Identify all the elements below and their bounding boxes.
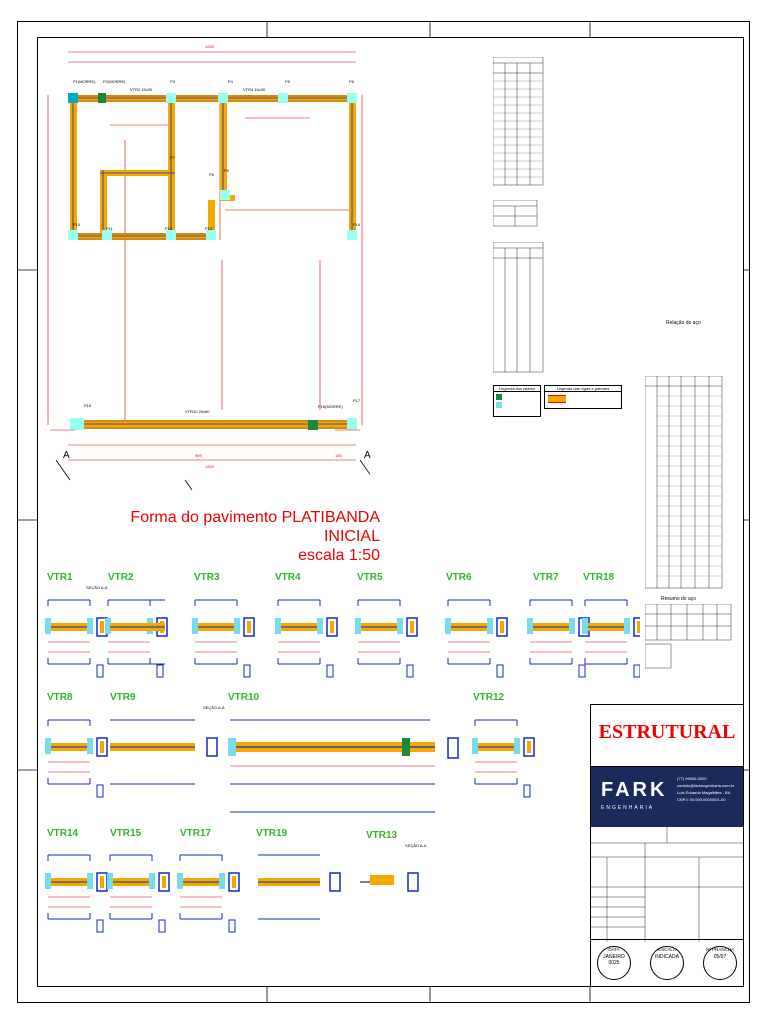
detail-label: VTR14	[47, 828, 79, 839]
section-marker-right: A	[364, 450, 371, 461]
drawing-title-line1: Forma do pavimento PLATIBANDA INICIAL	[130, 509, 380, 545]
brand-logo: FARK	[601, 779, 668, 801]
detail-label: VTR13	[366, 830, 398, 841]
section-label: SEÇÃO A-A	[86, 585, 108, 590]
title-block-footer: DATA JANEIRO 0025 ESCALA INDICADA Nº PRA…	[591, 939, 743, 986]
title-block-grid	[591, 827, 743, 942]
scale-value: INDICADA	[655, 954, 679, 960]
sheet-inner-frame	[37, 37, 744, 987]
floor-plan	[47, 51, 370, 491]
pillar-label: P7	[170, 155, 175, 160]
section-marker-left: A	[63, 450, 70, 461]
beam-label: VTR4 15x30	[243, 87, 266, 92]
scale-label: ESCALA	[658, 947, 676, 952]
dim-bottom: 145	[335, 453, 342, 458]
title-block: ESTRUTURAL FARK ENGENHARIA (77) 99900-30…	[590, 704, 744, 987]
legend-pillars-title: Legenda dos pilares	[494, 386, 540, 392]
contact-phone: (77) 99900-3000	[677, 776, 707, 781]
table-slab	[493, 200, 538, 227]
legend-beams-title: Legenda das vigas e paredes	[545, 386, 621, 392]
detail-label: VTR17	[180, 828, 212, 839]
pillar-label: P17	[353, 398, 361, 403]
detail-label: VTR1	[47, 572, 73, 583]
title-block-header: ESTRUTURAL	[591, 705, 743, 767]
pillar-label: P15	[84, 403, 92, 408]
pillar-label: P14	[353, 222, 361, 227]
pillar-label: P4	[228, 79, 233, 84]
pillar-label: P8	[209, 172, 214, 177]
pillar-label: P2(MORRE)	[103, 79, 126, 84]
pillar-label: P13	[205, 226, 213, 231]
legend-swatch-cyan	[496, 402, 502, 408]
brand-subtitle: ENGENHARIA	[601, 805, 655, 811]
date-stamp: DATA JANEIRO 0025	[597, 946, 631, 980]
steel-list-table	[645, 376, 723, 589]
pillar-label: P5	[285, 79, 290, 84]
legend-swatch-beam	[548, 395, 566, 403]
section-label: SEÇÃO A-A	[203, 705, 225, 710]
detail-label: VTR19	[256, 828, 288, 839]
detail-label: VTR6	[446, 572, 472, 583]
date-label: DATA	[608, 947, 620, 952]
legend-beams: Legenda das vigas e paredes	[544, 385, 622, 409]
table-pillars	[493, 242, 544, 373]
detail-label: VTR12	[473, 692, 505, 703]
drawing-title: Forma do pavimento PLATIBANDA INICIAL es…	[120, 508, 380, 565]
table-beams	[493, 57, 544, 186]
steel-summary-title: Resumo do aço	[661, 596, 697, 602]
pillar-label: P10	[73, 222, 81, 227]
steel-summary-table	[645, 604, 732, 669]
contact-list: (77) 99900-3000 contato@farkengenharia.c…	[677, 775, 734, 803]
detail-label: VTR9	[110, 692, 136, 703]
detail-label: VTR2	[108, 572, 134, 583]
beam-details	[44, 599, 640, 933]
legend-swatch-green	[496, 394, 502, 400]
detail-label: VTR4	[275, 572, 301, 583]
pillar-label: P12	[165, 226, 173, 231]
pillar-label: P3	[170, 79, 175, 84]
date-value: JANEIRO 0025	[603, 954, 625, 966]
detail-label: VTR10	[228, 692, 260, 703]
detail-label: VTR8	[47, 692, 73, 703]
contact-cnpj: CNPJ: 00.000.000/0001-00	[677, 797, 726, 802]
dim-total-bottom: 1200	[205, 464, 214, 469]
section-label: SEÇÃO A-A	[405, 843, 427, 848]
sheet-outer-frame	[17, 21, 750, 1003]
sheet-stamp: Nº PRANCHA 05/07	[703, 946, 737, 980]
pillar-label: P16(MORRE)	[318, 404, 343, 409]
pillar-label: P11	[106, 226, 113, 231]
detail-label: VTR15	[110, 828, 142, 839]
scale-stamp: ESCALA INDICADA	[650, 946, 684, 980]
legend-pillars: Legenda dos pilares	[493, 385, 541, 417]
dim-total: 1200	[205, 44, 214, 49]
brand-panel: FARK ENGENHARIA (77) 99900-3000 contato@…	[591, 767, 743, 827]
pillar-label: P1(MORRE)	[73, 79, 96, 84]
contact-email: contato@farkengenharia.com.br	[677, 783, 735, 788]
beam-label: VTR10 20x50	[185, 409, 210, 414]
sheet-label: Nº PRANCHA	[705, 947, 735, 952]
pillar-label: P6	[349, 79, 354, 84]
dim-bottom: 969	[195, 453, 202, 458]
detail-label: VTR7	[533, 572, 559, 583]
detail-label: VTR3	[194, 572, 220, 583]
pillar-label: P9	[224, 168, 229, 173]
discipline-title: ESTRUTURAL	[598, 721, 736, 743]
detail-label: VTR5	[357, 572, 383, 583]
beam-label: VTR2 15x30	[130, 87, 153, 92]
detail-label: VTR18	[583, 572, 615, 583]
drawing-title-line2: escala 1:50	[298, 547, 380, 564]
sheet-value: 05/07	[713, 954, 727, 960]
steel-list-title: Relação do aço	[666, 320, 701, 326]
contact-address: Luís Eduardo Magalhães - BA	[677, 790, 731, 795]
